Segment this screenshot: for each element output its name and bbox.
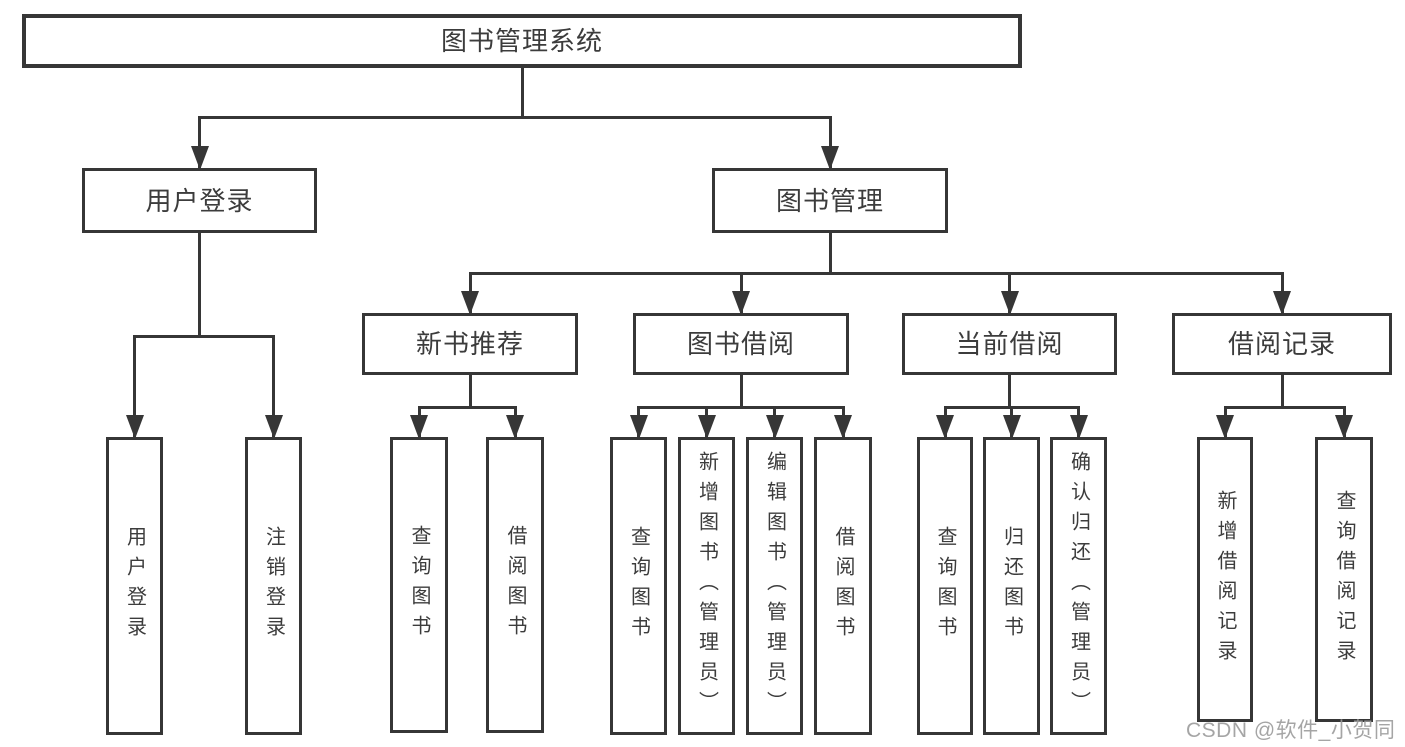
node-leaf-br-query-record: 查询借阅记录 — [1315, 437, 1373, 722]
arrowhead-icon — [410, 415, 428, 439]
arrowhead-icon — [125, 415, 144, 439]
node-current-borrow: 当前借阅 — [902, 313, 1117, 375]
arrowhead-icon — [629, 415, 648, 439]
watermark: CSDN @软件_小贺同学 — [1186, 719, 1396, 742]
connector-hline — [637, 405, 845, 409]
node-leaf-cb-confirm-return: 确认归还（管理员） — [1050, 437, 1107, 735]
node-book-borrow: 图书借阅 — [633, 313, 849, 375]
node-label-leaf-bb-edit-book: 编辑图书（管理员） — [763, 451, 786, 721]
arrowhead-icon — [1335, 415, 1353, 439]
connector-vline — [272, 336, 275, 437]
connector-vline — [198, 117, 201, 168]
node-label-book-borrow: 图书借阅 — [686, 329, 795, 359]
node-label-root: 图书管理系统 — [440, 26, 603, 56]
arrowhead-icon — [1002, 415, 1021, 439]
node-root: 图书管理系统 — [22, 14, 1022, 68]
node-label-borrow-records: 借阅记录 — [1227, 329, 1336, 359]
node-leaf-bb-edit-book: 编辑图书（管理员） — [746, 437, 803, 735]
arrowhead-icon — [834, 415, 852, 439]
connector-hline — [1223, 405, 1346, 409]
arrowhead-icon — [1216, 415, 1234, 439]
arrowhead-icon — [936, 415, 954, 439]
arrowhead-icon — [1273, 291, 1291, 315]
arrowhead-icon — [697, 415, 716, 439]
connector-vline — [828, 233, 832, 273]
node-leaf-user-login: 用户登录 — [106, 437, 163, 735]
node-label-leaf-rec-borrow-book: 借阅图书 — [504, 525, 526, 645]
arrowhead-icon — [190, 146, 209, 170]
node-leaf-bb-borrow-book: 借阅图书 — [814, 437, 872, 735]
node-leaf-cb-return-book: 归还图书 — [983, 437, 1040, 735]
arrowhead-icon — [1069, 415, 1088, 439]
connector-vline — [1008, 375, 1011, 407]
node-label-leaf-rec-query-book: 查询图书 — [408, 525, 430, 645]
connector-vline — [1280, 375, 1284, 407]
node-user-login: 用户登录 — [82, 168, 317, 233]
arrowhead-icon — [461, 291, 479, 315]
node-label-leaf-cb-return-book: 归还图书 — [1000, 526, 1023, 646]
arrowhead-icon — [1000, 291, 1019, 315]
node-label-leaf-br-query-record: 查询借阅记录 — [1333, 489, 1355, 670]
node-label-leaf-bb-add-book: 新增图书（管理员） — [695, 451, 718, 721]
node-label-user-login: 用户登录 — [145, 185, 254, 216]
node-label-leaf-logout: 注销登录 — [262, 526, 285, 646]
connector-hline — [417, 405, 517, 409]
node-leaf-br-add-record: 新增借阅记录 — [1197, 437, 1253, 722]
node-label-leaf-bb-query-book: 查询图书 — [627, 526, 650, 646]
connector-vline — [198, 233, 201, 336]
connector-vline — [133, 336, 136, 437]
arrowhead-icon — [264, 415, 283, 439]
arrowhead-icon — [765, 415, 784, 439]
connector-hline — [198, 115, 832, 119]
node-leaf-rec-borrow-book: 借阅图书 — [486, 437, 544, 733]
node-label-book-mgmt: 图书管理 — [775, 185, 884, 216]
connector-vline — [828, 117, 832, 168]
arrowhead-icon — [821, 146, 839, 170]
node-leaf-bb-query-book: 查询图书 — [610, 437, 667, 735]
connector-vline — [468, 375, 472, 407]
node-leaf-cb-query-book: 查询图书 — [917, 437, 973, 735]
node-label-new-book-rec: 新书推荐 — [415, 329, 524, 359]
node-leaf-logout: 注销登录 — [245, 437, 302, 735]
node-new-book-rec: 新书推荐 — [362, 313, 578, 375]
node-label-leaf-cb-confirm-return: 确认归还（管理员） — [1067, 451, 1090, 721]
connector-hline — [133, 334, 275, 338]
connector-vline — [520, 68, 524, 117]
arrowhead-icon — [506, 415, 524, 439]
connector-vline — [739, 375, 743, 407]
node-label-leaf-br-add-record: 新增借阅记录 — [1214, 489, 1236, 670]
arrowhead-icon — [732, 291, 750, 315]
connector-hline — [468, 271, 1284, 275]
node-book-mgmt: 图书管理 — [712, 168, 948, 233]
node-label-leaf-cb-query-book: 查询图书 — [934, 526, 956, 646]
node-leaf-rec-query-book: 查询图书 — [390, 437, 448, 733]
node-label-leaf-user-login: 用户登录 — [123, 526, 146, 646]
node-leaf-bb-add-book: 新增图书（管理员） — [678, 437, 735, 735]
node-label-current-borrow: 当前借阅 — [955, 329, 1064, 359]
node-label-leaf-bb-borrow-book: 借阅图书 — [832, 526, 854, 646]
node-borrow-records: 借阅记录 — [1172, 313, 1392, 375]
